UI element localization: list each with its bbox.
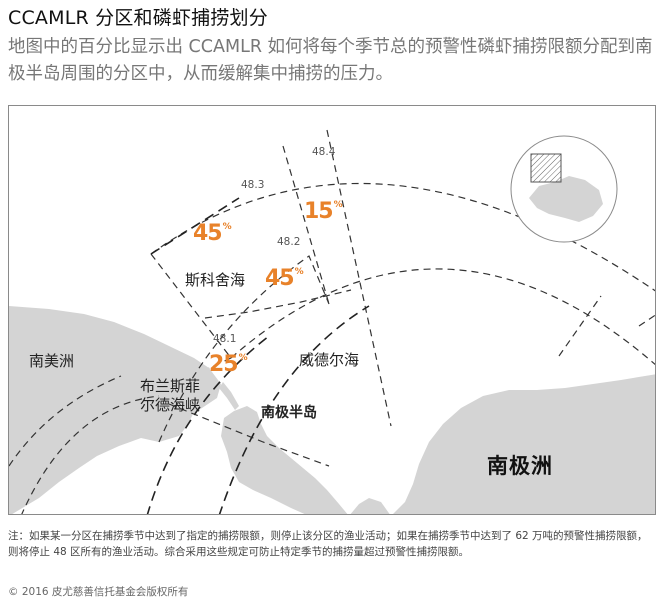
label-drake-line2: 尔德海峡 <box>140 396 201 414</box>
label-south-america: 南美洲 <box>29 352 75 370</box>
copyright: © 2016 皮尤慈善信托基金会版权所有 <box>8 586 189 598</box>
page-subtitle: 地图中的百分比显示出 CCAMLR 如何将每个季节总的预警性磷虾捕捞限额分配到南… <box>8 37 653 84</box>
allocation-48-3: 45% <box>193 221 232 246</box>
antarctica-mainland <box>393 374 655 514</box>
locator-globe-icon <box>510 135 618 243</box>
allocation-48-1: 25% <box>209 352 248 377</box>
antarctica-land <box>221 406 348 514</box>
label-drake-line1: 布兰斯菲 <box>140 377 201 395</box>
south-america-land <box>9 306 221 514</box>
ice-shelf-coast <box>350 498 390 514</box>
map-panel: 48.4 48.3 48.2 48.1 15% 45% 45% 25% 南美洲 … <box>8 105 656 515</box>
map-graphic <box>9 129 655 514</box>
label-antarctic-peninsula: 南极半岛 <box>261 405 317 421</box>
subarea-id-48-3: 48.3 <box>241 179 265 191</box>
subarea-id-48-4: 48.4 <box>312 146 336 158</box>
south-shetland-islands <box>219 382 239 410</box>
label-scotia-sea: 斯科舍海 <box>185 271 246 289</box>
allocation-48-2: 45% <box>265 266 304 291</box>
page-title: CCAMLR 分区和磷虾捕捞划分 <box>8 7 268 29</box>
label-antarctica: 南极洲 <box>487 454 553 478</box>
area-48-outer-boundary <box>146 197 370 514</box>
label-weddell-sea: 威德尔海 <box>299 351 360 369</box>
subarea-boundaries <box>9 129 655 514</box>
subarea-id-48-2: 48.2 <box>277 236 301 248</box>
allocation-48-4: 15% <box>304 199 343 224</box>
subarea-id-48-1: 48.1 <box>213 333 237 345</box>
footnote: 注：如果某一分区在捕捞季节中达到了指定的捕捞限额，则停止该分区的渔业活动；如果在… <box>8 530 648 558</box>
